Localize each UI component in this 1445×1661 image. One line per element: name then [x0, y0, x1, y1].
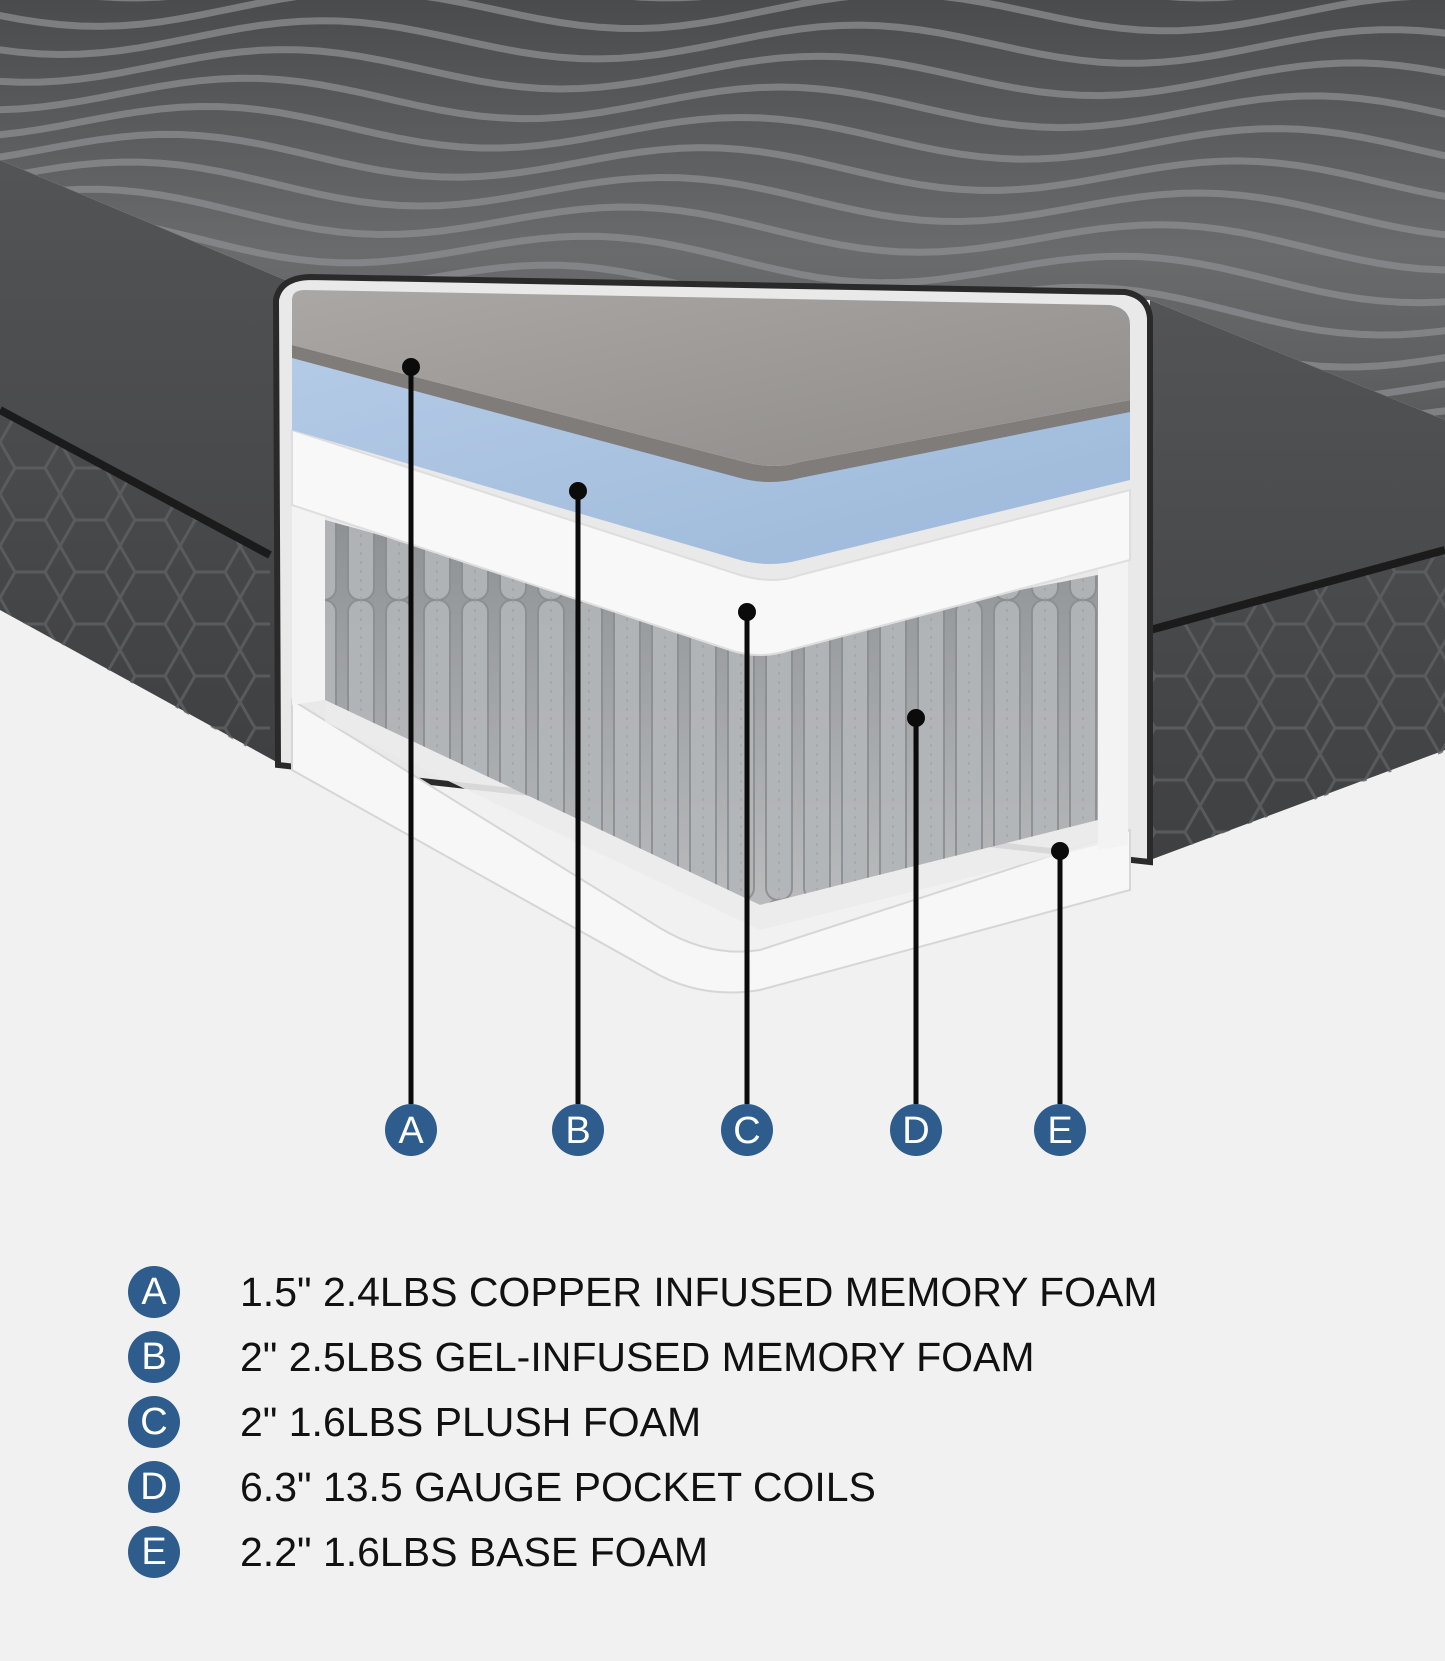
legend-badge-b: B [128, 1331, 180, 1383]
legend-item-b: B 2" 2.5LBS GEL-INFUSED MEMORY FOAM [0, 1327, 1445, 1387]
legend-item-c: C 2" 1.6LBS PLUSH FOAM [0, 1392, 1445, 1452]
callout-badge-e [1034, 1104, 1086, 1156]
base-foam-layer [291, 698, 1131, 994]
legend-text-d: 6.3" 13.5 GAUGE POCKET COILS [240, 1464, 876, 1510]
foam-encasement-left [292, 470, 325, 705]
callout-letter-d: D [902, 1110, 929, 1152]
legend-text-b: 2" 2.5LBS GEL-INFUSED MEMORY FOAM [240, 1334, 1035, 1380]
callout-dot-a [402, 358, 420, 376]
legend-text-e: 2.2" 1.6LBS BASE FOAM [240, 1529, 709, 1575]
callout-badge-a [385, 1104, 437, 1156]
quilt-wave-line [0, 212, 1445, 307]
callout-badge-c [721, 1104, 773, 1156]
legend-item-a: A 1.5" 2.4LBS COPPER INFUSED MEMORY FOAM [0, 1262, 1445, 1322]
quilt-wave-line [0, 102, 1445, 170]
callout-dot-b [569, 482, 587, 500]
callout-letter-b: B [565, 1110, 590, 1152]
quilt-wave-line [0, 0, 1445, 35]
legend-text-c: 2" 1.6LBS PLUSH FOAM [240, 1399, 702, 1445]
copper-memory-foam-layer [292, 345, 1130, 482]
callout-markers: A B C D E [385, 358, 1086, 1156]
callout-dot-c [738, 603, 756, 621]
right-piping-seam [1148, 546, 1445, 634]
callout-letter-c: C [733, 1110, 760, 1152]
legend-item-d: D 6.3" 13.5 GAUGE POCKET COILS [0, 1457, 1445, 1517]
callout-badge-b [552, 1104, 604, 1156]
gel-memory-foam-layer [292, 345, 1130, 564]
callout-dot-e [1051, 842, 1069, 860]
quilt-wave-line [0, 185, 1445, 274]
foam-encasement-right [1098, 545, 1128, 850]
plush-foam-layer [291, 428, 1131, 656]
quilt-wave-line [0, 46, 1445, 100]
legend-text-a: 1.5" 2.4LBS COPPER INFUSED MEMORY FOAM [240, 1269, 1158, 1315]
copper-memory-foam-top [292, 290, 1130, 466]
callout-dot-d [907, 709, 925, 727]
mattress-top-cover [0, 0, 1445, 420]
quilt-wave-line [0, 130, 1445, 207]
callout-letter-a: A [398, 1110, 424, 1152]
legend-badge-a: A [128, 1266, 180, 1318]
callout-letter-e: E [1047, 1110, 1072, 1152]
legend-badge-d: D [128, 1461, 180, 1513]
quilt-wave-line [0, 74, 1445, 132]
quilt-wave-line [0, 158, 1445, 241]
legend-badge-e: E [128, 1526, 180, 1578]
left-piping-seam [0, 406, 272, 559]
legend-item-e: E 2.2" 1.6LBS BASE FOAM [0, 1522, 1445, 1582]
legend-badge-c: C [128, 1396, 180, 1448]
quilt-wave-line [0, 17, 1445, 67]
callout-badge-d [890, 1104, 942, 1156]
